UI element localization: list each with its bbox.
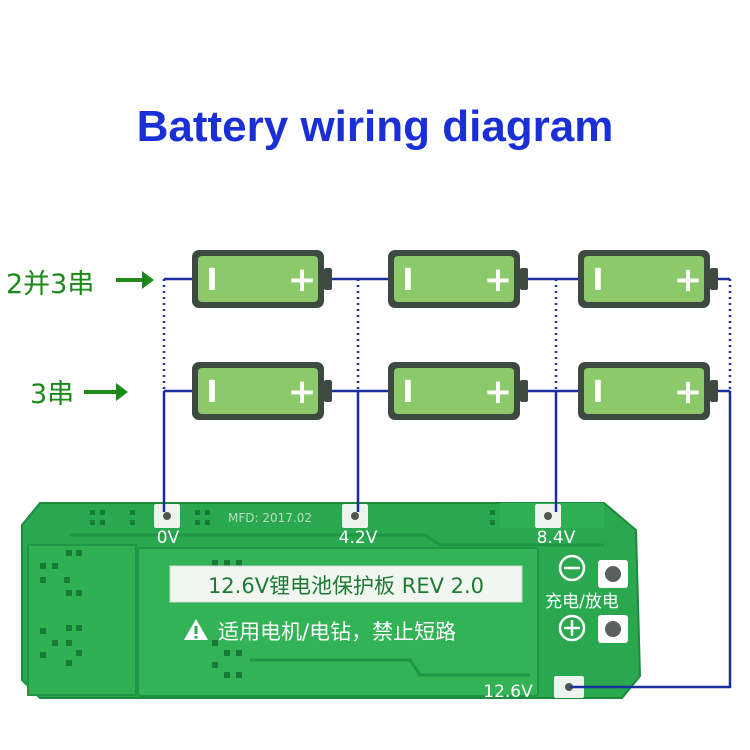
arrow-right-icon: [116, 271, 154, 289]
battery-negative-mark: I: [402, 375, 413, 410]
battery-cell-icon: I+: [578, 362, 718, 420]
battery-negative-mark: I: [206, 263, 217, 298]
battery-cell-icon: I+: [578, 250, 718, 308]
solder-pad-8-4v: [535, 504, 561, 528]
plus-circle-icon: [558, 614, 586, 642]
wires: [162, 277, 732, 689]
pad-label-4-2v: 4.2V: [339, 528, 378, 548]
battery-cell-icon: I+: [192, 362, 332, 420]
board-warning-text: 适用电机/电钻，禁止短路: [218, 620, 456, 644]
protection-board: 12.6V锂电池保护板 REV 2.0 适用电机/电钻，禁止短路 MFD: 20…: [21, 502, 642, 702]
page-title: Battery wiring diagram: [136, 102, 614, 151]
pad-label-8-4v: 8.4V: [537, 528, 576, 548]
battery-negative-mark: I: [206, 375, 217, 410]
board-charge-discharge-label: 充电/放电: [545, 592, 619, 612]
pad-label-0v: 0V: [157, 528, 180, 548]
minus-circle-icon: [558, 554, 586, 582]
row-label-series: 3串: [30, 379, 75, 410]
row-label-parallel-series: 2并3串: [6, 269, 95, 300]
solder-pad-4-2v: [342, 504, 368, 528]
pad-label-12-6v: 12.6V: [483, 682, 533, 702]
solder-pad-12-6v: [554, 676, 584, 698]
solder-pad-0v: [154, 504, 180, 528]
battery-negative-mark: I: [592, 375, 603, 410]
battery-negative-mark: I: [592, 263, 603, 298]
board-product-label: 12.6V锂电池保护板 REV 2.0: [208, 574, 484, 598]
battery-negative-mark: I: [402, 263, 413, 298]
battery-positive-mark: +: [484, 260, 513, 300]
battery-group: I+I+I+I+I+I+: [192, 250, 718, 420]
battery-cell-icon: I+: [388, 362, 528, 420]
battery-positive-mark: +: [674, 260, 703, 300]
board-mfd-text: MFD: 2017.02: [228, 511, 312, 525]
battery-positive-mark: +: [288, 260, 317, 300]
battery-cell-icon: I+: [388, 250, 528, 308]
battery-positive-mark: +: [484, 372, 513, 412]
battery-positive-mark: +: [674, 372, 703, 412]
battery-positive-mark: +: [288, 372, 317, 412]
battery-cell-icon: I+: [192, 250, 332, 308]
arrow-right-icon: [84, 383, 128, 401]
